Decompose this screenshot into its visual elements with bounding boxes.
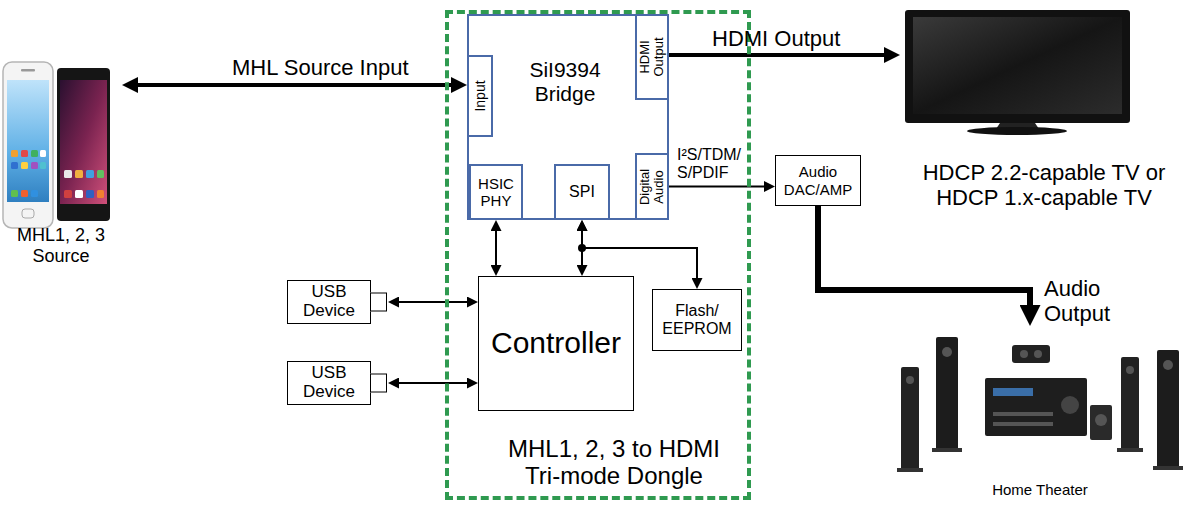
tv-illustration bbox=[905, 10, 1130, 135]
usb-link-arrow bbox=[393, 301, 473, 303]
flash-eeprom-box: Flash/ EEPROM bbox=[652, 289, 742, 351]
node-label: Flash/ EEPROM bbox=[653, 302, 741, 339]
node-label: MHL1, 2, 3 Source bbox=[0, 225, 122, 266]
usb-device: USB Device bbox=[287, 361, 371, 405]
node-label: HSIC PHY bbox=[471, 175, 521, 210]
home-theater: Home Theater bbox=[895, 326, 1185, 504]
digital-audio-arrow bbox=[669, 186, 770, 188]
spi-block: SPI bbox=[554, 164, 610, 220]
edge-label: MHL Source Input bbox=[232, 55, 409, 80]
smartphone-illustration bbox=[57, 68, 110, 221]
node-label: USB Device bbox=[288, 364, 370, 401]
node-label: Audio DAC/AMP bbox=[776, 163, 860, 198]
junction-dot bbox=[578, 244, 586, 252]
hdmi-output-arrow bbox=[669, 53, 893, 57]
audio-output-arrow bbox=[818, 206, 1030, 317]
node-label: Controller bbox=[489, 326, 623, 361]
edge-label: I²S/TDM/ S/PDIF bbox=[677, 146, 755, 183]
node-label: Home Theater bbox=[895, 481, 1185, 498]
source-device: MHL1, 2, 3 Source bbox=[0, 55, 122, 283]
node-label: Digital Audio bbox=[638, 164, 665, 210]
node-label: Input bbox=[472, 61, 488, 131]
edge-label: Audio Output bbox=[1044, 276, 1134, 327]
audio-dac-amp-box: Audio DAC/AMP bbox=[775, 155, 861, 206]
node-label: MHL1, 2, 3 to HDMI Tri-mode Dongle bbox=[489, 435, 739, 490]
node-label: USB Device bbox=[288, 283, 370, 320]
hsic-link-arrow bbox=[495, 225, 497, 271]
node-label: SPI bbox=[567, 183, 597, 201]
usb-plug bbox=[370, 293, 387, 312]
smartphone-illustration bbox=[3, 62, 53, 228]
controller-box: Controller bbox=[478, 276, 634, 411]
edge-label: HDMI Output bbox=[712, 26, 840, 51]
node-label: HDMI Output bbox=[638, 32, 665, 82]
bridge-chip: SiI9394 Bridge Input HDMI OutputHSIC PHY SP… bbox=[467, 14, 669, 220]
node-label: HDCP 2.2-capable TV or HDCP 1.x-capable … bbox=[900, 160, 1188, 211]
display-device: HDCP 2.2-capable TV or HDCP 1.x-capable … bbox=[900, 8, 1188, 230]
home-theater-illustration bbox=[897, 337, 1183, 472]
usb-link-arrow bbox=[393, 382, 473, 384]
digital-audio-port: Digital Audio bbox=[635, 153, 669, 220]
hsic-phy-block: HSIC PHY bbox=[469, 164, 523, 220]
input-port: Input bbox=[467, 55, 493, 137]
usb-device: USB Device bbox=[287, 280, 371, 324]
dongle-boundary: MHL1, 2, 3 to HDMI Tri-mode Dongle SiI939… bbox=[445, 10, 751, 500]
node-label: SiI9394 Bridge bbox=[513, 58, 617, 106]
mhl-link-arrow bbox=[129, 83, 460, 87]
hdmi-output-port: HDMI Output bbox=[635, 14, 669, 100]
usb-plug bbox=[370, 374, 387, 393]
